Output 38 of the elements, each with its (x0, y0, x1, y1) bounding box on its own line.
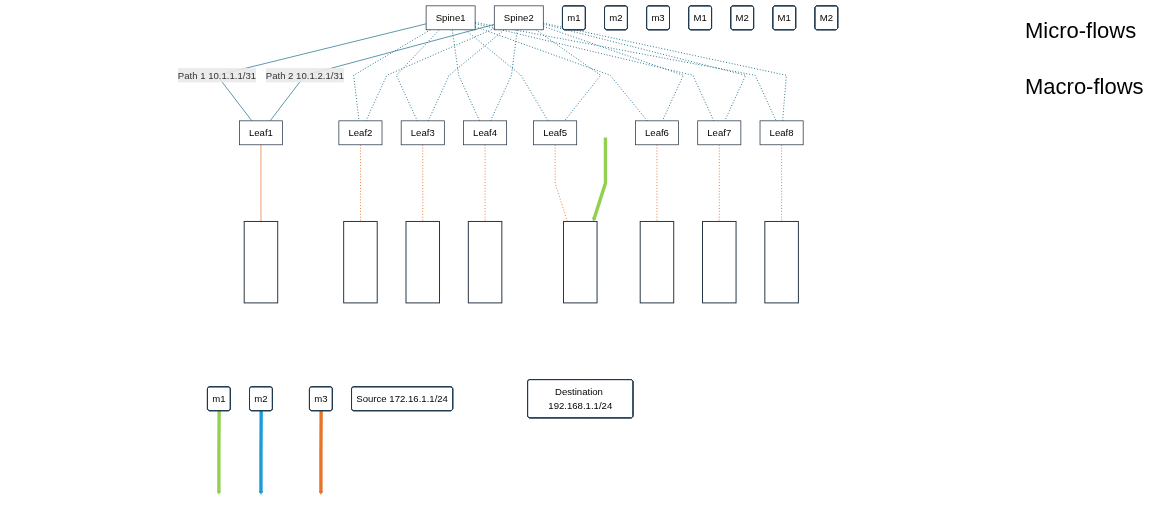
arrow (258, 410, 263, 495)
node-box: Leaf3 (400, 120, 445, 146)
connector (269, 24, 495, 122)
node-box (342, 220, 378, 304)
connector (718, 144, 720, 222)
node-box (405, 220, 440, 304)
arrow (216, 410, 221, 495)
connector (474, 21, 777, 122)
node-box: Spine2 (493, 5, 544, 31)
node-box: Leaf7 (697, 120, 741, 146)
connector (365, 28, 495, 122)
node-box: Leaf2 (338, 120, 383, 146)
node-box: Leaf5 (532, 120, 577, 146)
node-box: Spine1 (425, 5, 476, 31)
node-box: Leaf1 (238, 120, 283, 146)
node-box (764, 220, 799, 304)
arrow (318, 410, 323, 495)
connector (474, 26, 648, 122)
connector (352, 29, 431, 122)
edge-label: Path 1 10.1.1.1/31 (177, 70, 256, 81)
node-box: Leaf6 (634, 120, 679, 146)
connector (421, 144, 423, 222)
node-box (467, 220, 503, 304)
connector (395, 29, 440, 122)
connector (474, 23, 714, 122)
connector (359, 144, 361, 222)
legend-heading: Macro-flows (1025, 74, 1145, 100)
legend-heading: Micro-flows (1025, 18, 1138, 44)
arrow (591, 137, 607, 222)
node-box: Leaf8 (759, 120, 804, 146)
connector (427, 29, 505, 122)
edge-label: Path 2 10.1.2.1/31 (265, 70, 344, 81)
node-box (701, 220, 737, 304)
node-box (639, 220, 674, 304)
node-box (243, 220, 278, 304)
connector (780, 144, 782, 222)
node-box (562, 220, 598, 304)
node-box: Leaf4 (462, 120, 507, 146)
